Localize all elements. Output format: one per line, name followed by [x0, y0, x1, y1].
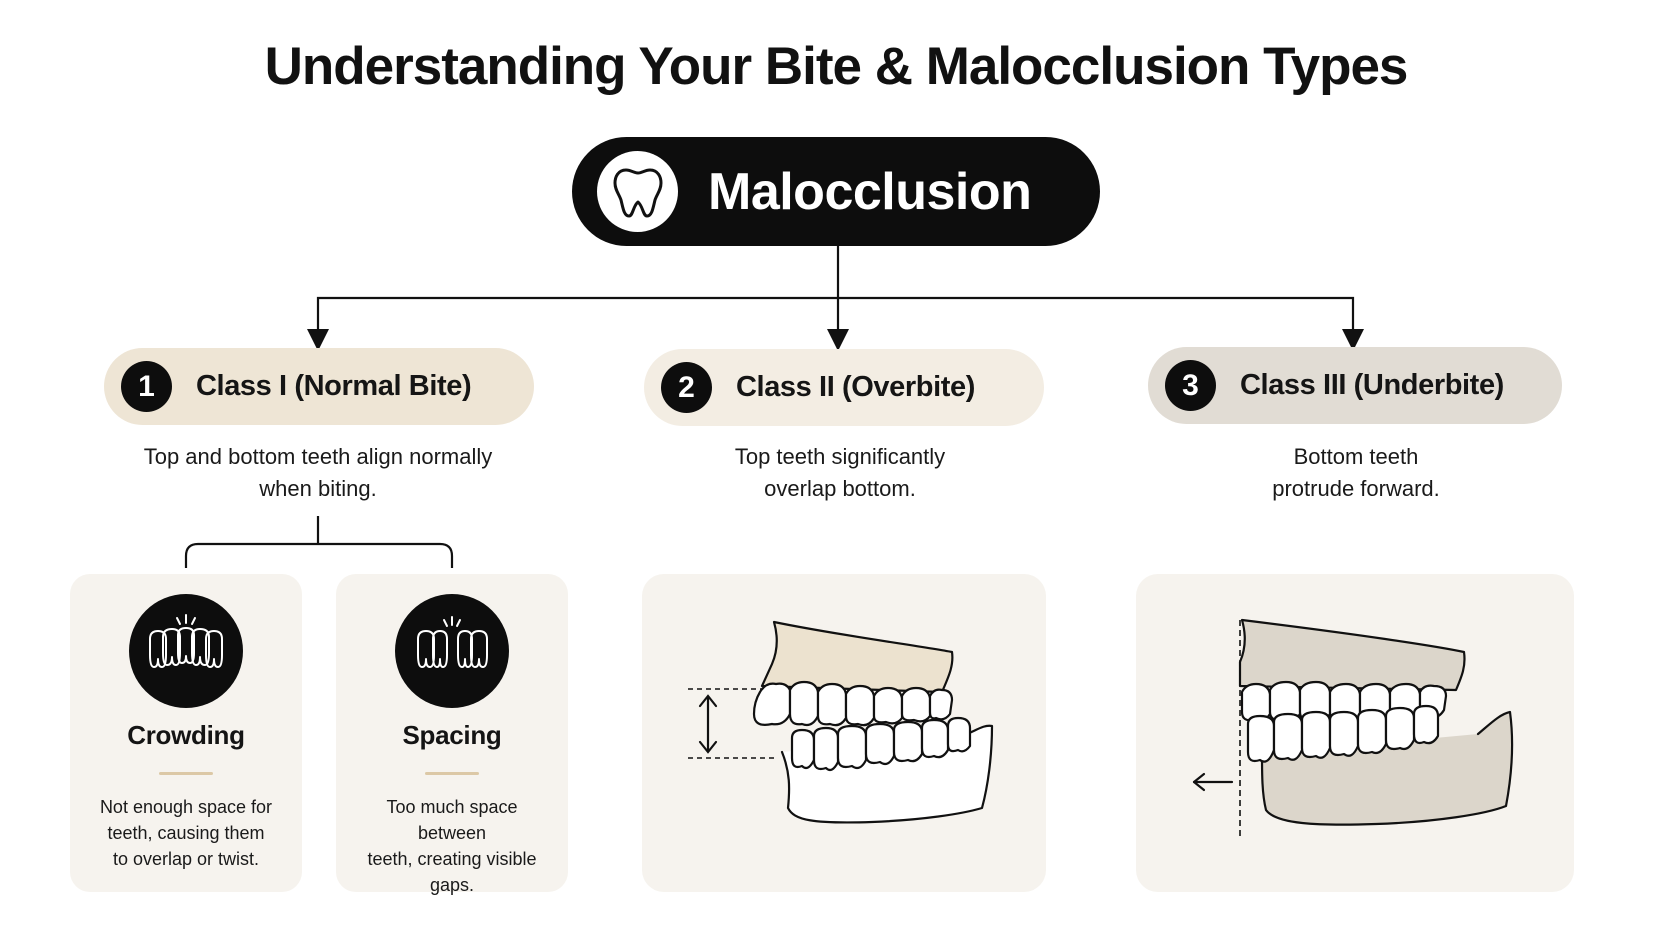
class-2-description-line: overlap bottom.: [764, 476, 916, 501]
crowding-divider: [159, 772, 213, 775]
class-3-description-line: Bottom teeth: [1293, 444, 1419, 469]
crowding-description-line: to overlap or twist.: [112, 849, 260, 869]
underbite-illustration-card: [1136, 574, 1574, 892]
page-title: Understanding Your Bite & Malocclusion T…: [264, 37, 1409, 96]
crowding-title: Crowding: [127, 720, 245, 750]
root-label: Malocclusion: [708, 162, 1032, 221]
spacing-description-line: teeth, creating visible: [367, 849, 537, 869]
class-3-description: Bottom teeth protrude forward.: [1196, 441, 1516, 505]
class-3-label: Class III (Underbite): [1240, 369, 1504, 401]
class-2-label: Class II (Overbite): [736, 371, 975, 403]
root-to-class1-connector: [307, 296, 838, 351]
class-3-number-badge: 3: [1165, 360, 1216, 411]
tooth-icon: [597, 151, 678, 232]
class-1-description-line: when biting.: [259, 476, 377, 501]
overbite-jaw-illustration: [688, 620, 994, 824]
spacing-divider: [425, 772, 479, 775]
spacing-description: Too much space between teeth, creating v…: [354, 794, 550, 898]
spacing-description-line: gaps.: [429, 875, 475, 895]
class-2-description: Top teeth significantly overlap bottom.: [680, 441, 1000, 505]
class-1-description-line: Top and bottom teeth align normally: [143, 444, 493, 469]
spaced-teeth-icon: [395, 594, 509, 708]
crowding-description-line: Not enough space for: [99, 797, 273, 817]
crowding-description: Not enough space for teeth, causing them…: [88, 794, 284, 872]
crowded-teeth-icon: [129, 594, 243, 708]
spacing-description-line: Too much space between: [386, 797, 518, 843]
class-1-description: Top and bottom teeth align normally when…: [118, 441, 518, 505]
class1-to-subtypes-connector: [184, 516, 454, 568]
root-to-class3-connector: [838, 296, 1364, 351]
underbite-jaw-illustration: [1192, 618, 1514, 836]
root-node-malocclusion: Malocclusion: [572, 137, 1100, 246]
class-2-number-badge: 2: [661, 362, 712, 413]
class-2-node: 2 Class II (Overbite): [644, 349, 1044, 426]
crowding-description-line: teeth, causing them: [107, 823, 265, 843]
class-1-label: Class I (Normal Bite): [196, 370, 472, 402]
spacing-title: Spacing: [402, 720, 502, 750]
class-3-description-line: protrude forward.: [1272, 476, 1440, 501]
class-3-node: 3 Class III (Underbite): [1148, 347, 1562, 424]
spacing-card: Spacing Too much space between teeth, cr…: [336, 574, 568, 895]
crowding-card: Crowding Not enough space for teeth, cau…: [70, 574, 302, 892]
class-1-number-badge: 1: [121, 361, 172, 412]
class-2-description-line: Top teeth significantly: [734, 444, 946, 469]
class-1-node: 1 Class I (Normal Bite): [104, 348, 534, 425]
overbite-illustration-card: [642, 574, 1046, 892]
